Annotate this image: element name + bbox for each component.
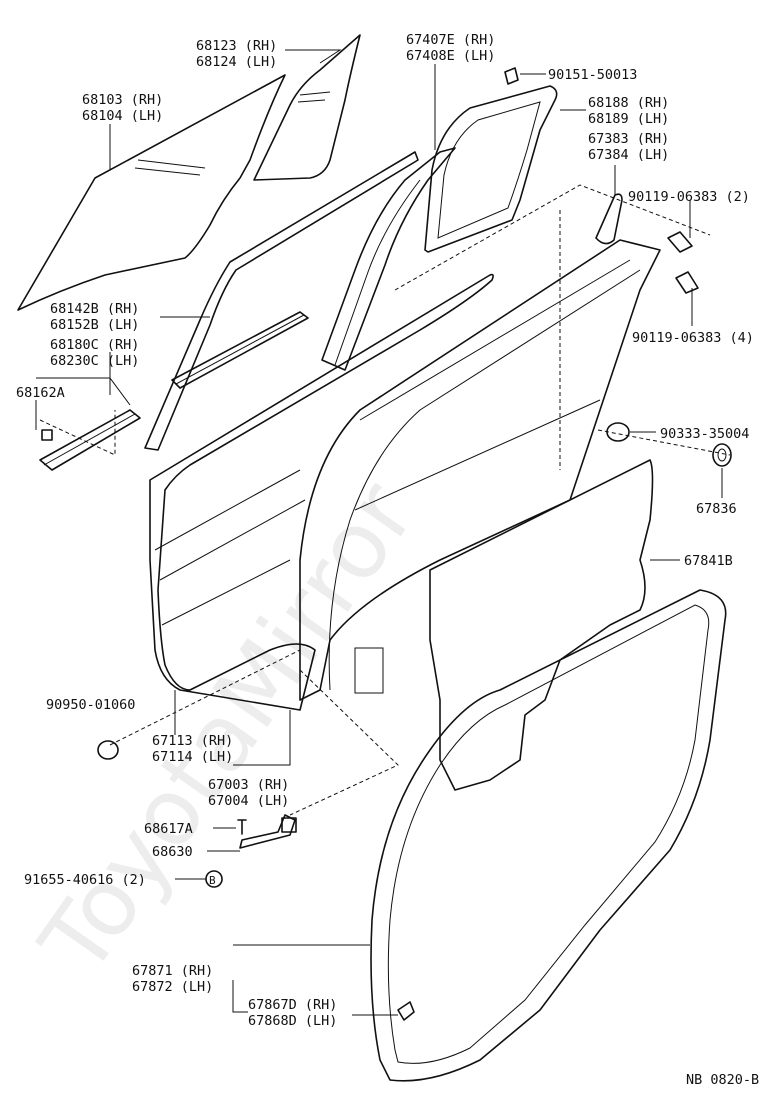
label-68123: 68123 (RH) xyxy=(196,38,277,54)
label-67113: 67113 (RH) xyxy=(152,733,233,749)
label-67003: 67003 (RH) xyxy=(208,777,289,793)
clip-67867D xyxy=(397,1001,415,1021)
label-67408E: 67408E (LH) xyxy=(406,48,495,64)
label-90333: 90333-35004 xyxy=(660,426,749,442)
label-90950: 90950-01060 xyxy=(46,697,135,713)
label-68152B: 68152B (LH) xyxy=(50,317,139,333)
plug-90950 xyxy=(97,740,119,760)
label-67872: 67872 (LH) xyxy=(132,979,213,995)
reference-code: NB 0820-B xyxy=(686,1072,759,1088)
label-90119-2: 90119-06383 (2) xyxy=(628,189,750,205)
grommet-67836 xyxy=(712,443,732,467)
label-67114: 67114 (LH) xyxy=(152,749,233,765)
label-67841B: 67841B xyxy=(684,553,733,569)
label-68230C: 68230C (LH) xyxy=(50,353,139,369)
label-67407E: 67407E (RH) xyxy=(406,32,495,48)
bolt-mark: B xyxy=(209,874,216,887)
door-outer-panel xyxy=(149,273,494,711)
outer-belt-moulding xyxy=(39,409,141,471)
belt-weatherstrip xyxy=(171,311,309,389)
bolt-90119-lower xyxy=(675,271,699,294)
label-68189: 68189 (LH) xyxy=(588,111,669,127)
label-68104: 68104 (LH) xyxy=(82,108,163,124)
pin-68617A xyxy=(237,819,247,835)
label-91655: 91655-40616 (2) xyxy=(24,872,146,888)
check-68630 xyxy=(239,814,297,849)
quarter-weatherstrip xyxy=(424,85,558,253)
label-67868D: 67868D (LH) xyxy=(248,1013,337,1029)
division-bar xyxy=(321,147,456,371)
door-glass xyxy=(17,74,286,311)
label-68630: 68630 xyxy=(152,844,193,860)
door-weatherstrip xyxy=(370,589,727,1082)
label-68124: 68124 (LH) xyxy=(196,54,277,70)
label-68162A: 68162A xyxy=(16,385,65,401)
glass-run-channel xyxy=(144,151,419,451)
label-67383: 67383 (RH) xyxy=(588,131,669,147)
label-90151: 90151-50013 xyxy=(548,67,637,83)
label-67867D: 67867D (RH) xyxy=(248,997,337,1013)
label-68188: 68188 (RH) xyxy=(588,95,669,111)
plug-90333 xyxy=(606,422,630,442)
clip-90151 xyxy=(504,67,519,85)
label-68180C: 68180C (RH) xyxy=(50,337,139,353)
bolt-90119-top xyxy=(667,231,693,253)
door-inner-frame xyxy=(299,239,661,701)
label-67836: 67836 xyxy=(696,501,737,517)
service-hole-cover xyxy=(429,459,654,791)
label-67004: 67004 (LH) xyxy=(208,793,289,809)
label-90119-4: 90119-06383 (4) xyxy=(632,330,754,346)
quarter-glass xyxy=(253,34,361,181)
label-68103: 68103 (RH) xyxy=(82,92,163,108)
label-68617A: 68617A xyxy=(144,821,193,837)
bracket-67383 xyxy=(595,193,623,245)
label-67384: 67384 (LH) xyxy=(588,147,669,163)
label-67871: 67871 (RH) xyxy=(132,963,213,979)
label-68142B: 68142B (RH) xyxy=(50,301,139,317)
bolt-91655: B xyxy=(205,870,223,888)
